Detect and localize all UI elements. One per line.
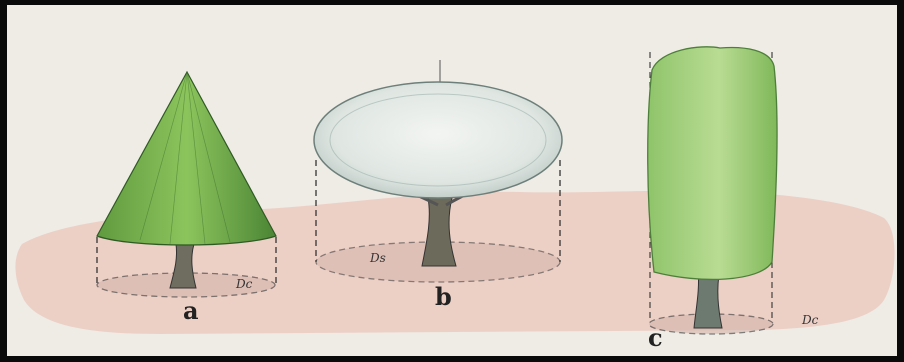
dim-label-a: Dc: [235, 277, 253, 291]
disc-tree-icon: [314, 60, 562, 282]
label-b: b: [435, 282, 452, 311]
label-c: c: [648, 323, 663, 352]
dim-label-c: Dc: [801, 313, 819, 327]
dim-label-b: Ds: [369, 251, 386, 265]
label-a: a: [183, 296, 199, 325]
